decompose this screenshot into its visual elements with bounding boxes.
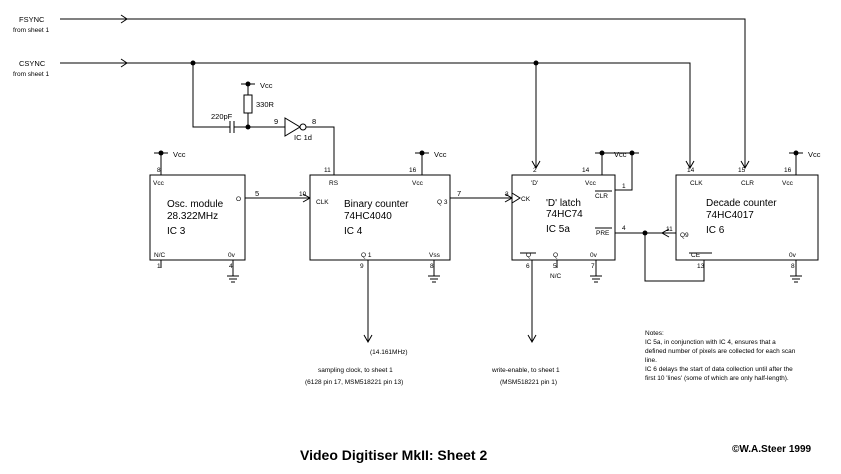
ic6-pin-gnd: 8 xyxy=(791,263,795,270)
ic4-q3: Q 3 xyxy=(437,199,448,206)
ic4-line3: IC 4 xyxy=(344,226,363,237)
ic3-pin-vcc: 8 xyxy=(157,167,161,174)
ic6-vcc-pin-name: Vcc xyxy=(782,180,794,187)
ic3-out-name: O xyxy=(236,196,241,203)
ic5-nc: N/C xyxy=(550,273,562,280)
inverter-in-pin: 9 xyxy=(274,117,278,126)
fsync-wire xyxy=(60,14,750,170)
ic4-pin-vcc: 16 xyxy=(409,167,417,174)
ic5-pin-clr: 1 xyxy=(622,183,626,190)
ic5-line1: 'D' latch xyxy=(546,198,581,209)
ic4-line2: 74HC4040 xyxy=(344,211,392,222)
ic6-decade-counter xyxy=(675,150,819,283)
inverter-label: IC 1d xyxy=(294,133,312,142)
ic4-pin-vss: 8 xyxy=(430,263,434,270)
ic4-q1: Q 1 xyxy=(361,252,372,259)
ic3-line3: IC 3 xyxy=(167,226,186,237)
ic5-gnd: 0v xyxy=(590,252,598,259)
ic5-pin-vcc: 14 xyxy=(582,167,590,174)
ic6-line2: 74HC4017 xyxy=(706,210,754,221)
ic5-pin-pre: 4 xyxy=(622,225,626,232)
output-sampling-clock: sampling clock, to sheet 1 xyxy=(318,367,393,374)
notes-line-2: defined number of pixels are collected f… xyxy=(645,348,796,355)
csync-label: CSYNC xyxy=(19,59,46,68)
output-write-pins: (MSM518221 pin 1) xyxy=(500,379,557,386)
ic3-pin-out: 5 xyxy=(255,189,259,198)
ic3-line2: 28.322MHz xyxy=(167,211,218,222)
ic6-line3: IC 6 xyxy=(706,225,725,236)
ic5-pre: PRE xyxy=(596,230,610,237)
ic4-binary-counter xyxy=(309,150,514,344)
ic6-pin-q9: 11 xyxy=(666,226,673,233)
ic5-pin-gnd: 7 xyxy=(591,263,595,270)
output-sampling-pins: (6128 pin 17, MSM518221 pin 13) xyxy=(305,379,403,386)
csync-from-label: from sheet 1 xyxy=(13,71,50,78)
ic6-pin-clk: 14 xyxy=(687,167,695,174)
fsync-label: FSYNC xyxy=(19,15,45,24)
ic5-clr: CLR xyxy=(595,193,608,200)
ic4-vcc: Vcc xyxy=(434,150,447,159)
ic4-line1: Binary counter xyxy=(344,199,409,210)
notes-line-3: line. xyxy=(645,357,657,364)
output-write-enable: write-enable, to sheet 1 xyxy=(491,367,560,374)
ic6-q9: Q9 xyxy=(680,232,689,239)
ic5-pin-ck: 3 xyxy=(505,191,509,198)
ic4-vss: Vss xyxy=(429,252,441,259)
ic4-clk: CLK xyxy=(316,199,329,206)
csync-wire xyxy=(60,58,695,170)
ic5-vcc: Vcc xyxy=(614,150,627,159)
ic4-pin-q3: 7 xyxy=(457,189,461,198)
ic6-pin-vcc: 16 xyxy=(784,167,792,174)
inverter-ic1d xyxy=(284,117,335,175)
ic3-nc: N/C xyxy=(154,252,166,259)
ic3-osc-module xyxy=(149,150,312,283)
ic6-clr: CLR xyxy=(741,180,754,187)
ic6-pin-clr: 15 xyxy=(738,167,746,174)
ic6-ce: CE xyxy=(691,252,701,259)
ic4-pin-clk: 10 xyxy=(299,191,307,198)
output-frequency: (14.161MHz) xyxy=(370,349,408,356)
ic5-line2: 74HC74 xyxy=(546,209,583,220)
ic5-line3: IC 5a xyxy=(546,224,570,235)
ic6-line1: Decade counter xyxy=(706,198,777,209)
ic5-pin-qbar: 6 xyxy=(526,263,530,270)
fsync-from-label: from sheet 1 xyxy=(13,27,50,34)
ic5-qbar: Q xyxy=(526,252,531,259)
ic4-vcc-pin-name: Vcc xyxy=(412,180,424,187)
ic5-ck: CK xyxy=(521,196,531,203)
ic5-pin-q: 5 xyxy=(553,263,557,270)
ic5a-d-latch xyxy=(511,150,705,344)
ic4-rs: RS xyxy=(329,180,339,187)
copyright: ©W.A.Steer 1999 xyxy=(732,444,812,455)
ic5-pin-d: 2 xyxy=(533,167,537,174)
ic5-vcc-pin-name: Vcc xyxy=(585,180,597,187)
ic4-pin-q1: 9 xyxy=(360,263,364,270)
ic4-pin-rs: 11 xyxy=(324,167,331,174)
ic5-q: Q xyxy=(553,252,558,259)
ic5-d: 'D' xyxy=(531,180,538,187)
ic3-vcc-pin-name: Vcc xyxy=(153,180,165,187)
notes-line-4: IC 6 delays the start of data collection… xyxy=(645,366,793,373)
diagram-title: Video Digitiser MkII: Sheet 2 xyxy=(300,447,487,463)
ic3-gnd: 0v xyxy=(228,252,236,259)
ic6-clk: CLK xyxy=(690,180,703,187)
notes-heading: Notes: xyxy=(645,330,664,337)
ic6-pin-ce: 13 xyxy=(697,263,705,270)
ic6-vcc: Vcc xyxy=(808,150,821,159)
ic3-pin-gnd: 4 xyxy=(229,263,233,270)
ic3-line1: Osc. module xyxy=(167,199,224,210)
inverter-out-pin: 8 xyxy=(312,117,316,126)
capacitor-label: 220pF xyxy=(211,112,233,121)
ic3-vcc: Vcc xyxy=(173,150,186,159)
resistor-label: 330R xyxy=(256,100,275,109)
ic6-gnd: 0v xyxy=(789,252,797,259)
notes-line-5: first 10 'lines' (some of which are only… xyxy=(645,375,789,382)
notes-line-1: IC 5a, in conjunction with IC 4, ensures… xyxy=(645,339,776,346)
vcc-label-resistor: Vcc xyxy=(260,81,273,90)
resistor-330r xyxy=(241,81,255,127)
ic3-pin-nc: 1 xyxy=(157,263,161,270)
